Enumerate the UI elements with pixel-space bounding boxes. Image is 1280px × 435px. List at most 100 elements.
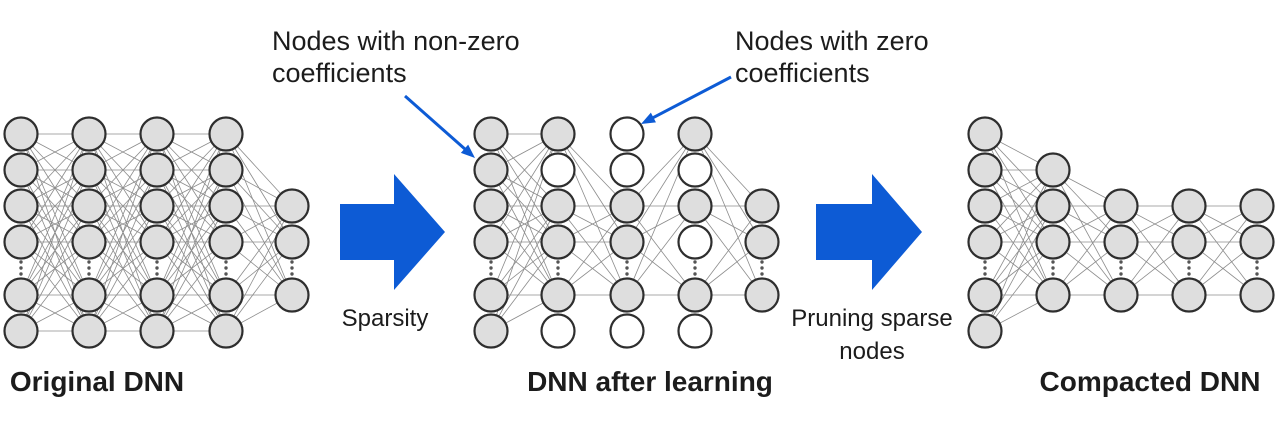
- node-nonzero: [3, 188, 39, 224]
- network-edge: [490, 205, 559, 332]
- network-edge: [20, 133, 90, 243]
- annotation-label: coefficients: [735, 58, 870, 88]
- ellipsis-dot: [760, 272, 764, 276]
- column-ellipsis-dots: [625, 260, 629, 276]
- node-nonzero: [540, 188, 576, 224]
- network-edge: [20, 241, 90, 332]
- network-title-original: Original DNN: [10, 366, 184, 397]
- node-nonzero: [744, 188, 780, 224]
- ellipsis-dot: [1255, 266, 1259, 270]
- ellipsis-dot: [19, 260, 23, 264]
- node-nonzero: [139, 224, 175, 260]
- node-nonzero: [3, 277, 39, 313]
- ellipsis-dot: [1187, 266, 1191, 270]
- annotation-label: Nodes with non-zero: [272, 26, 520, 56]
- column-ellipsis-dots: [556, 260, 560, 276]
- ellipsis-dot: [983, 260, 987, 264]
- ellipsis-dot: [1119, 272, 1123, 276]
- node-zero: [677, 152, 713, 188]
- network-edge: [557, 133, 628, 243]
- network-edge: [694, 205, 763, 296]
- node-nonzero: [1103, 188, 1139, 224]
- network-edge: [156, 133, 227, 243]
- node-nonzero: [967, 116, 1003, 152]
- node-nonzero: [139, 116, 175, 152]
- node-nonzero: [3, 224, 39, 260]
- ellipsis-dot: [760, 260, 764, 264]
- annotation-arrow-line: [404, 94, 468, 152]
- ellipsis-dot: [290, 260, 294, 264]
- node-nonzero: [967, 224, 1003, 260]
- node-nonzero: [609, 188, 645, 224]
- node-nonzero: [208, 313, 244, 349]
- network-edge: [156, 205, 227, 332]
- node-nonzero: [139, 277, 175, 313]
- network-edge: [225, 241, 293, 332]
- block-arrow-icon: [816, 174, 922, 290]
- ellipsis-dot: [1187, 272, 1191, 276]
- column-ellipsis-dots: [1187, 260, 1191, 276]
- node-zero: [677, 313, 713, 349]
- column-ellipsis-dots: [1051, 260, 1055, 276]
- node-nonzero: [473, 188, 509, 224]
- ellipsis-dot: [1051, 260, 1055, 264]
- column-ellipsis-dots: [155, 260, 159, 276]
- node-zero: [677, 224, 713, 260]
- node-nonzero: [744, 277, 780, 313]
- column-ellipsis-dots: [693, 260, 697, 276]
- network-title-compacted: Compacted DNN: [1040, 366, 1261, 397]
- column-ellipsis-dots: [760, 260, 764, 276]
- node-nonzero: [274, 277, 310, 313]
- node-nonzero: [1171, 188, 1207, 224]
- network-edge: [1120, 205, 1190, 296]
- column-ellipsis-dots: [19, 260, 23, 276]
- ellipsis-dot: [1255, 272, 1259, 276]
- column-ellipsis-dots: [290, 260, 294, 276]
- column-ellipsis-dots: [983, 260, 987, 276]
- ellipsis-dot: [556, 260, 560, 264]
- ellipsis-dot: [224, 272, 228, 276]
- node-nonzero: [967, 152, 1003, 188]
- network-edge: [1052, 205, 1122, 296]
- network-after-learning: DNN after learning: [473, 116, 780, 397]
- node-nonzero: [208, 277, 244, 313]
- network-edge: [984, 169, 1054, 296]
- network-edge: [88, 205, 158, 332]
- network-compacted: Compacted DNN: [967, 116, 1275, 397]
- network-edge: [225, 205, 293, 332]
- ellipsis-dot: [290, 272, 294, 276]
- ellipsis-dot: [87, 260, 91, 264]
- network-edge: [225, 169, 293, 296]
- node-nonzero: [677, 188, 713, 224]
- ellipsis-dot: [155, 266, 159, 270]
- network-edge: [88, 241, 158, 332]
- node-nonzero: [473, 116, 509, 152]
- node-nonzero: [1239, 224, 1275, 260]
- node-nonzero: [473, 313, 509, 349]
- node-nonzero: [744, 224, 780, 260]
- node-zero: [609, 313, 645, 349]
- ellipsis-dot: [87, 266, 91, 270]
- node-nonzero: [71, 224, 107, 260]
- node-nonzero: [1171, 224, 1207, 260]
- column-ellipsis-dots: [1255, 260, 1259, 276]
- ellipsis-dot: [1051, 272, 1055, 276]
- node-nonzero: [1035, 277, 1071, 313]
- ellipsis-dot: [625, 260, 629, 264]
- node-nonzero: [967, 188, 1003, 224]
- node-nonzero: [71, 188, 107, 224]
- ellipsis-dot: [1187, 260, 1191, 264]
- annotation-arrow-head: [460, 144, 475, 158]
- node-nonzero: [208, 116, 244, 152]
- network-edge: [626, 205, 696, 296]
- node-nonzero: [1239, 188, 1275, 224]
- node-nonzero: [677, 116, 713, 152]
- node-nonzero: [71, 277, 107, 313]
- node-zero: [540, 313, 576, 349]
- annotation-label: Nodes with zero: [735, 26, 929, 56]
- ellipsis-dot: [983, 266, 987, 270]
- node-nonzero: [540, 224, 576, 260]
- network-edge: [1052, 169, 1122, 296]
